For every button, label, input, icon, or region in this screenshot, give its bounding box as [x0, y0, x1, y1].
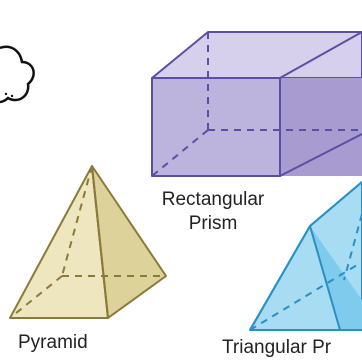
thought-bubble-icon — [0, 45, 35, 104]
rectangular-prism-label-line2: Prism — [188, 213, 238, 234]
triangular-prism-shape — [249, 181, 362, 331]
rectangular-prism-label-line1: Rectangular — [161, 189, 265, 210]
pyramid-shape — [9, 165, 167, 319]
rectangular-prism-shape — [151, 31, 362, 177]
pyramid-label: Pyramid — [18, 332, 88, 353]
rectangular-prism-label: Rectangular Prism — [138, 188, 288, 236]
triangular-prism-label: Triangular Pr — [222, 337, 332, 358]
